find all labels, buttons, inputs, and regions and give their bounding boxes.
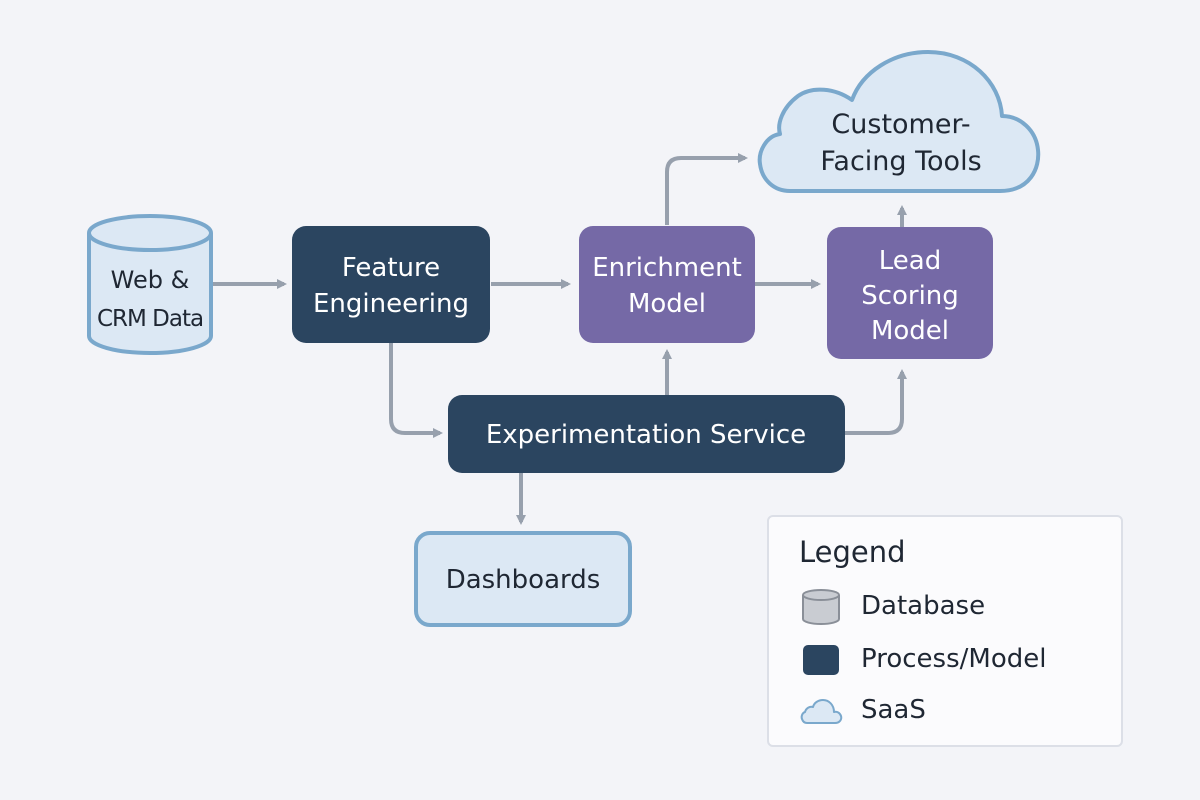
customer-facing-tools-label-line2: Facing Tools (820, 146, 981, 177)
web-crm-data-label-line2: CRM Data (97, 306, 203, 332)
dashboards-label: Dashboards (446, 565, 601, 595)
web-crm-data-database: Web & CRM Data (87, 214, 213, 355)
legend: Legend Database Process/Model SaaS (767, 515, 1123, 747)
edge-feature-engineering-to-experimentation-service (389, 343, 443, 438)
feature-engineering-node: Feature Engineering (292, 226, 490, 343)
legend-item-saas: SaaS (799, 691, 1099, 731)
experimentation-service-label: Experimentation Service (486, 420, 806, 450)
legend-title: Legend (799, 535, 906, 569)
customer-facing-tools-label-line1: Customer- (831, 109, 970, 140)
legend-label-database: Database (861, 591, 986, 621)
customer-facing-tools-cloud: Customer- Facing Tools (757, 50, 1041, 193)
feature-engineering-label-line1: Feature (342, 253, 440, 283)
legend-item-database: Database (799, 587, 1099, 627)
edge-experimentation-service-to-lead-scoring-model (845, 369, 907, 435)
web-crm-data-label-line1: Web & (111, 266, 190, 294)
enrichment-model-label-line2: Model (628, 289, 706, 319)
database-icon (799, 587, 843, 627)
lead-scoring-model-label-line1: Lead (879, 246, 941, 276)
lead-scoring-model-node: Lead Scoring Model (827, 227, 993, 359)
edge-enrichment-model-to-customer-facing-tools (665, 153, 748, 225)
enrichment-model-node: Enrichment Model (579, 226, 755, 343)
process-model-icon (799, 640, 843, 680)
enrichment-model-label-line1: Enrichment (592, 253, 742, 283)
legend-label-saas: SaaS (861, 695, 926, 725)
legend-label-process-model: Process/Model (861, 644, 1047, 674)
lead-scoring-model-label-line2: Scoring (861, 281, 959, 311)
lead-scoring-model-label-line3: Model (871, 316, 949, 346)
experimentation-service-node: Experimentation Service (448, 395, 845, 473)
legend-item-process-model: Process/Model (799, 640, 1099, 680)
cloud-icon (799, 691, 843, 731)
feature-engineering-label-line2: Engineering (313, 289, 469, 319)
dashboards-node: Dashboards (414, 531, 632, 627)
